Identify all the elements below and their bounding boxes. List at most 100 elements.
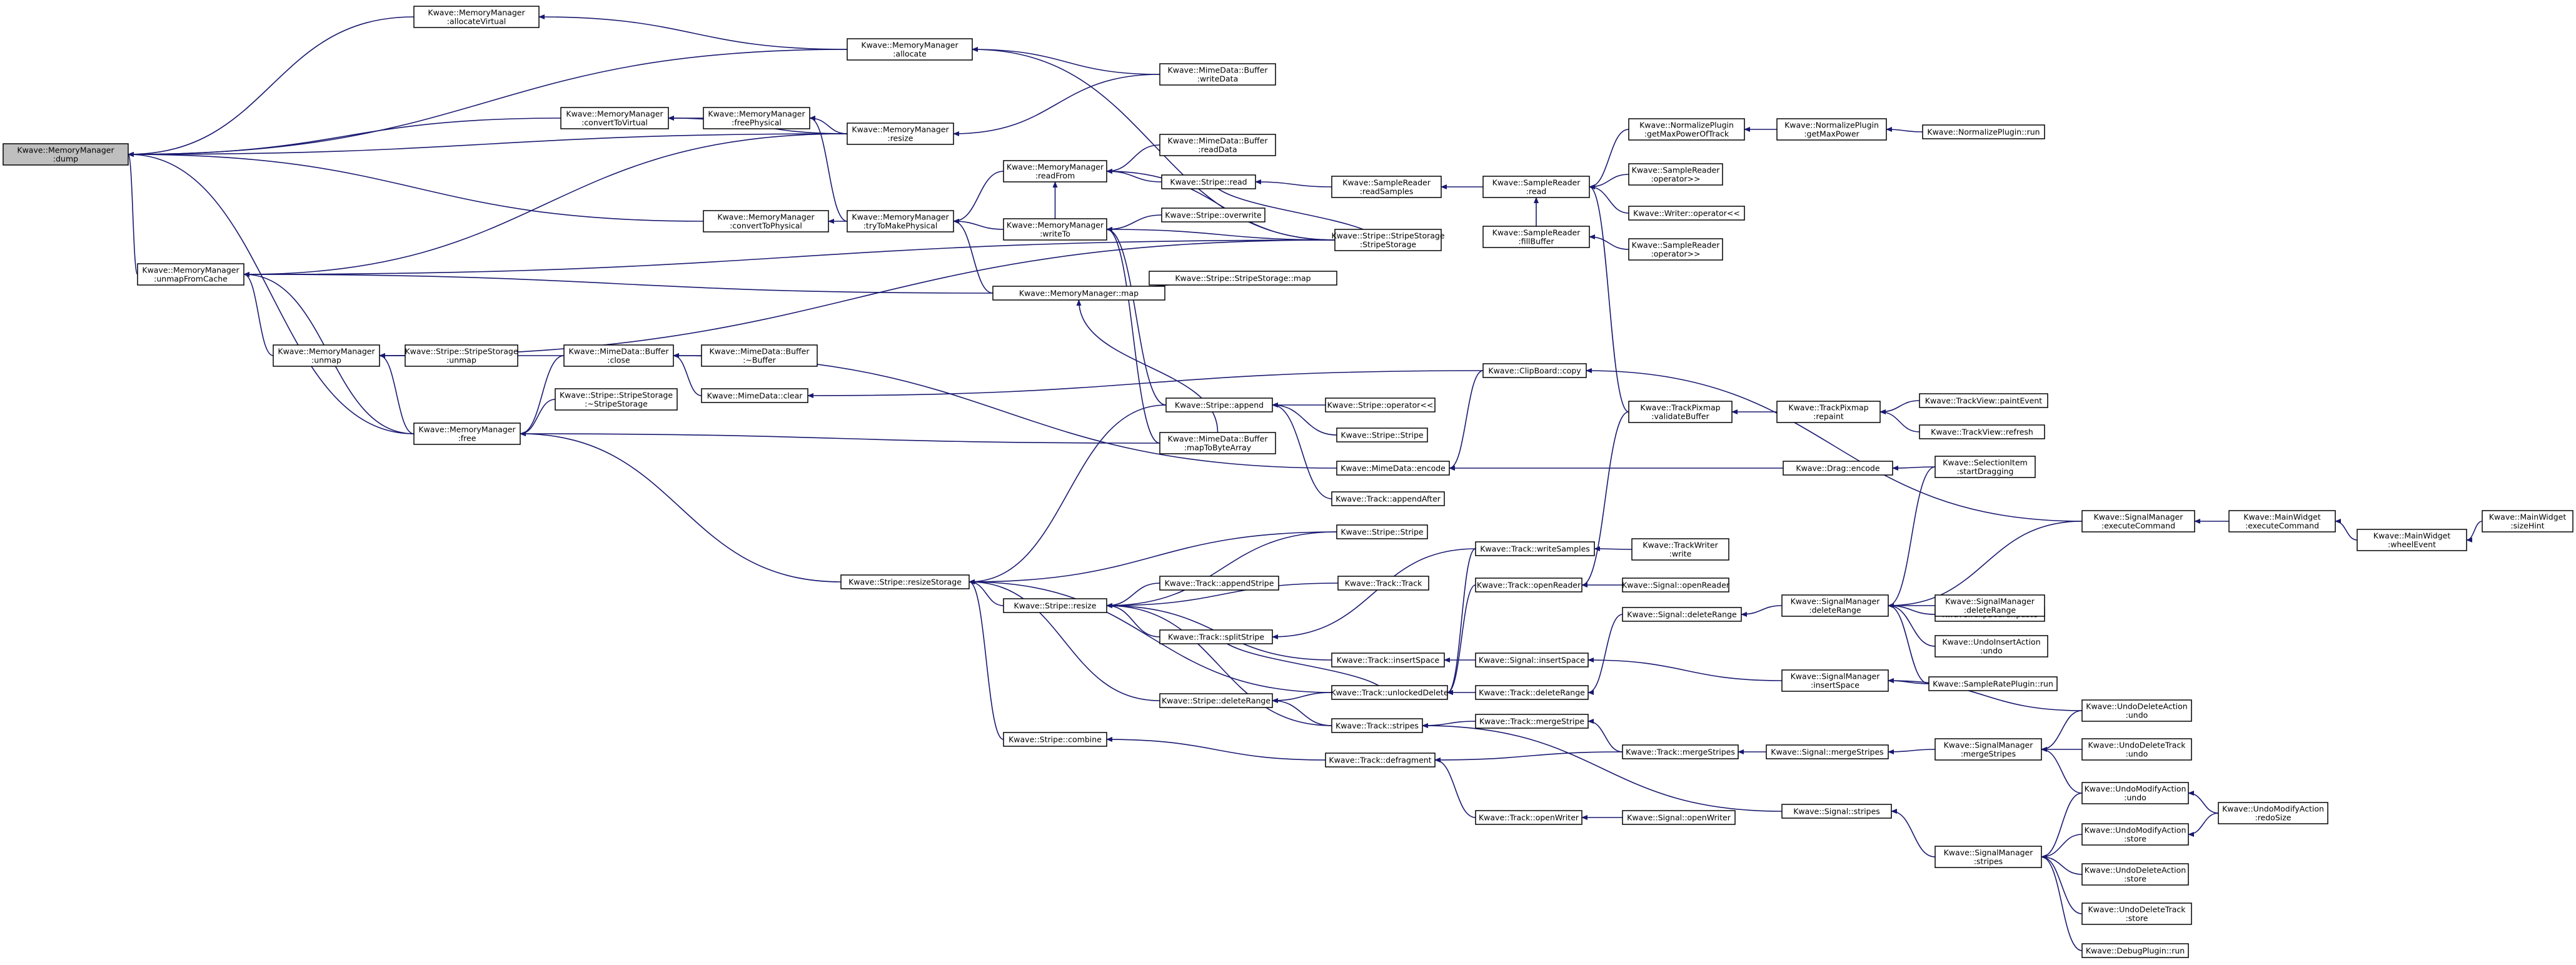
node-kwave-signalmanager-executecommand[interactable]: Kwave::SignalManager:executeCommand <box>2081 510 2195 532</box>
node-kwave-trackpixmap-repaint[interactable]: Kwave::TrackPixmap:repaint <box>1776 401 1881 423</box>
node-kwave-memorymanager-unmap[interactable]: Kwave::MemoryManager:unmap <box>273 344 380 367</box>
node-box <box>1919 424 2045 439</box>
node-kwave-memorymanager-converttovirtual[interactable]: Kwave::MemoryManager:convertToVirtual <box>560 107 669 129</box>
node-kwave-track-openwriter[interactable]: Kwave::Track::openWriter <box>1475 810 1582 825</box>
node-box <box>1475 652 1589 668</box>
node-kwave-memorymanager-trytomakephysical[interactable]: Kwave::MemoryManager:tryToMakePhysical <box>847 210 954 232</box>
node-kwave-memorymanager-unmapfromcache[interactable]: Kwave::MemoryManager:unmapFromCache <box>137 263 244 286</box>
node-kwave-track-writesamples[interactable]: Kwave::Track::writeSamples <box>1475 541 1595 556</box>
node-kwave-mainwidget-wheelevent[interactable]: Kwave::MainWidget:wheelEvent <box>2357 529 2467 551</box>
node-kwave-stripe-resizestorage[interactable]: Kwave::Stripe::resizeStorage <box>840 574 970 589</box>
node-kwave-samplereader-operator[interactable]: Kwave::SampleReader:operator>> <box>1628 238 1723 261</box>
node-kwave-stripe-overwrite[interactable]: Kwave::Stripe::overwrite <box>1161 208 1265 222</box>
node-kwave-stripe-stripestorage-map[interactable]: Kwave::Stripe::StripeStorage::map <box>1149 271 1337 286</box>
node-kwave-mimedata-buffer-readdata[interactable]: Kwave::MimeData::Buffer:readData <box>1159 134 1276 156</box>
node-kwave-track-unlockeddelete[interactable]: Kwave::Track::unlockedDelete <box>1331 685 1449 700</box>
node-kwave-stripe-stripestorage-stripestorage[interactable]: Kwave::Stripe::StripeStorage:~StripeStor… <box>555 388 678 411</box>
node-kwave-trackwriter-write[interactable]: Kwave::TrackWriter:write <box>1631 538 1729 561</box>
node-kwave-memorymanager-allocatevirtual[interactable]: Kwave::MemoryManager:allocateVirtual <box>413 6 540 28</box>
node-kwave-stripe-operator[interactable]: Kwave::Stripe::operator<< <box>1325 398 1436 412</box>
node-kwave-mainwidget-executecommand[interactable]: Kwave::MainWidget:executeCommand <box>2228 510 2336 532</box>
node-kwave-track-openreader[interactable]: Kwave::Track::openReader <box>1475 578 1582 592</box>
node-kwave-undodeletetrack-undo[interactable]: Kwave::UndoDeleteTrack:undo <box>2081 738 2192 761</box>
node-kwave-stripe-append[interactable]: Kwave::Stripe::append <box>1165 398 1273 412</box>
node-kwave-signal-insertspace[interactable]: Kwave::Signal::insertSpace <box>1475 652 1589 668</box>
node-kwave-samplereader-operator[interactable]: Kwave::SampleReader:operator>> <box>1628 163 1723 186</box>
node-kwave-track-track[interactable]: Kwave::Track::Track <box>1337 576 1429 591</box>
node-kwave-memorymanager-converttophysical[interactable]: Kwave::MemoryManager:convertToPhysical <box>703 210 829 232</box>
node-kwave-normalizeplugin-run[interactable]: Kwave::NormalizePlugin::run <box>1922 124 2045 139</box>
node-kwave-stripe-stripestorage-stripestorage[interactable]: Kwave::Stripe::StripeStorage:StripeStora… <box>1331 229 1445 251</box>
node-kwave-track-deleterange[interactable]: Kwave::Track::deleteRange <box>1475 685 1589 700</box>
node-kwave-track-insertspace[interactable]: Kwave::Track::insertSpace <box>1331 652 1445 668</box>
node-kwave-signalmanager-stripes[interactable]: Kwave::SignalManager:stripes <box>1935 846 2042 868</box>
node-kwave-trackpixmap-validatebuffer[interactable]: Kwave::TrackPixmap:validateBuffer <box>1628 401 1733 423</box>
node-kwave-samplereader-read[interactable]: Kwave::SampleReader:read <box>1482 176 1590 198</box>
node-box <box>2081 823 2189 846</box>
node-kwave-stripe-read[interactable]: Kwave::Stripe::read <box>1161 174 1256 189</box>
node-kwave-signal-mergestripes[interactable]: Kwave::Signal::mergeStripes <box>1766 744 1889 759</box>
node-kwave-undomodifyaction-redosize[interactable]: Kwave::UndoModifyAction:redoSize <box>2218 802 2328 824</box>
node-kwave-memorymanager-allocate[interactable]: Kwave::MemoryManager:allocate <box>847 38 973 61</box>
node-kwave-undodeleteaction-undo[interactable]: Kwave::UndoDeleteAction:undo <box>2081 699 2192 722</box>
node-kwave-mimedata-encode[interactable]: Kwave::MimeData::encode <box>1336 461 1450 476</box>
node-kwave-track-defragment[interactable]: Kwave::Track::defragment <box>1325 752 1436 768</box>
node-kwave-signalmanager-deleterange[interactable]: Kwave::SignalManager:deleteRange <box>1935 594 2045 617</box>
node-kwave-trackview-paintevent[interactable]: Kwave::TrackView::paintEvent <box>1919 393 2048 408</box>
node-kwave-memorymanager-freephysical[interactable]: Kwave::MemoryManager:freePhysical <box>703 107 810 129</box>
node-kwave-normalizeplugin-getmaxpower[interactable]: Kwave::NormalizePlugin:getMaxPower <box>1776 118 1887 141</box>
node-kwave-memorymanager-map[interactable]: Kwave::MemoryManager::map <box>992 286 1165 301</box>
node-kwave-stripe-deleterange[interactable]: Kwave::Stripe::deleteRange <box>1159 693 1273 708</box>
node-kwave-signal-stripes[interactable]: Kwave::Signal::stripes <box>1781 804 1892 819</box>
node-kwave-stripe-resize[interactable]: Kwave::Stripe::resize <box>1003 598 1107 613</box>
node-kwave-mimedata-buffer-buffer[interactable]: Kwave::MimeData::Buffer:~Buffer <box>701 344 818 367</box>
node-kwave-track-splitstripe[interactable]: Kwave::Track::splitStripe <box>1159 629 1273 644</box>
node-kwave-track-appendafter[interactable]: Kwave::Track::appendAfter <box>1331 491 1445 506</box>
node-label-line: :write <box>1669 549 1692 559</box>
node-kwave-mimedata-buffer-writedata[interactable]: Kwave::MimeData::Buffer:writeData <box>1159 63 1276 86</box>
node-kwave-track-mergestripes[interactable]: Kwave::Track::mergeStripes <box>1622 744 1739 759</box>
node-kwave-undomodifyaction-store[interactable]: Kwave::UndoModifyAction:store <box>2081 823 2189 846</box>
node-kwave-memorymanager-readfrom[interactable]: Kwave::MemoryManager:readFrom <box>1003 160 1107 182</box>
node-kwave-samplerateplugin-run[interactable]: Kwave::SampleRatePlugin::run <box>1928 676 2058 691</box>
node-kwave-samplereader-fillbuffer[interactable]: Kwave::SampleReader:fillBuffer <box>1482 226 1590 248</box>
node-kwave-signalmanager-mergestripes[interactable]: Kwave::SignalManager:mergeStripes <box>1935 738 2042 761</box>
node-kwave-stripe-stripe[interactable]: Kwave::Stripe::Stripe <box>1336 524 1428 539</box>
node-kwave-signalmanager-deleterange[interactable]: Kwave::SignalManager:deleteRange <box>1781 594 1889 617</box>
node-kwave-mimedata-clear[interactable]: Kwave::MimeData::clear <box>701 388 808 403</box>
node-kwave-trackview-refresh[interactable]: Kwave::TrackView::refresh <box>1919 424 2045 439</box>
node-kwave-track-appendstripe[interactable]: Kwave::Track::appendStripe <box>1159 576 1279 591</box>
node-kwave-mainwidget-sizehint[interactable]: Kwave::MainWidget:sizeHint <box>2482 510 2573 532</box>
node-kwave-mimedata-buffer-maptobytearray[interactable]: Kwave::MimeData::Buffer:mapToByteArray <box>1159 432 1276 454</box>
node-kwave-debugplugin-run[interactable]: Kwave::DebugPlugin::run <box>2081 943 2189 958</box>
node-kwave-clipboard-copy[interactable]: Kwave::ClipBoard::copy <box>1482 363 1587 378</box>
node-kwave-stripe-combine[interactable]: Kwave::Stripe::combine <box>1003 732 1107 747</box>
node-kwave-signal-openwriter[interactable]: Kwave::Signal::openWriter <box>1622 810 1736 825</box>
node-kwave-memorymanager-dump[interactable]: Kwave::MemoryManager:dump <box>3 143 129 166</box>
node-kwave-signal-openreader[interactable]: Kwave::Signal::openReader <box>1622 578 1730 592</box>
node-kwave-undodeletetrack-store[interactable]: Kwave::UndoDeleteTrack:store <box>2081 902 2192 925</box>
edge-n26-to-n25 <box>1589 234 1629 250</box>
node-kwave-writer-operator[interactable]: Kwave::Writer::operator<< <box>1628 206 1745 221</box>
node-kwave-track-stripes[interactable]: Kwave::Track::stripes <box>1331 718 1423 733</box>
node-kwave-stripe-stripe[interactable]: Kwave::Stripe::Stripe <box>1336 428 1428 442</box>
node-kwave-drag-encode[interactable]: Kwave::Drag::encode <box>1783 461 1893 476</box>
edge-line <box>1449 370 1484 471</box>
node-kwave-signal-deleterange[interactable]: Kwave::Signal::deleteRange <box>1622 607 1742 622</box>
edge-line <box>1587 614 1623 695</box>
node-kwave-mimedata-buffer-close[interactable]: Kwave::MimeData::Buffer:close <box>563 344 674 367</box>
node-box <box>1482 363 1587 378</box>
node-kwave-samplereader-readsamples[interactable]: Kwave::SampleReader:readSamples <box>1331 176 1442 198</box>
node-kwave-track-mergestripe[interactable]: Kwave::Track::mergeStripe <box>1475 714 1589 729</box>
node-kwave-undoinsertaction-undo[interactable]: Kwave::UndoInsertAction:undo <box>1935 635 2048 658</box>
node-kwave-memorymanager-free[interactable]: Kwave::MemoryManager:free <box>413 422 521 445</box>
edge-line <box>1434 751 1623 762</box>
node-kwave-memorymanager-writeto[interactable]: Kwave::MemoryManager:writeTo <box>1003 218 1107 241</box>
node-kwave-undomodifyaction-undo[interactable]: Kwave::UndoModifyAction:undo <box>2081 782 2189 804</box>
node-kwave-signalmanager-insertspace[interactable]: Kwave::SignalManager:insertSpace <box>1781 669 1889 692</box>
node-kwave-memorymanager-resize[interactable]: Kwave::MemoryManager:resize <box>847 122 954 145</box>
node-kwave-selectionitem-startdragging[interactable]: Kwave::SelectionItem:startDragging <box>1935 456 2036 478</box>
node-kwave-normalizeplugin-getmaxpoweroftrack[interactable]: Kwave::NormalizePlugin:getMaxPowerOfTrac… <box>1628 118 1745 141</box>
node-kwave-stripe-stripestorage-unmap[interactable]: Kwave::Stripe::StripeStorage:unmap <box>405 344 518 367</box>
node-kwave-undodeleteaction-store[interactable]: Kwave::UndoDeleteAction:store <box>2081 863 2189 886</box>
